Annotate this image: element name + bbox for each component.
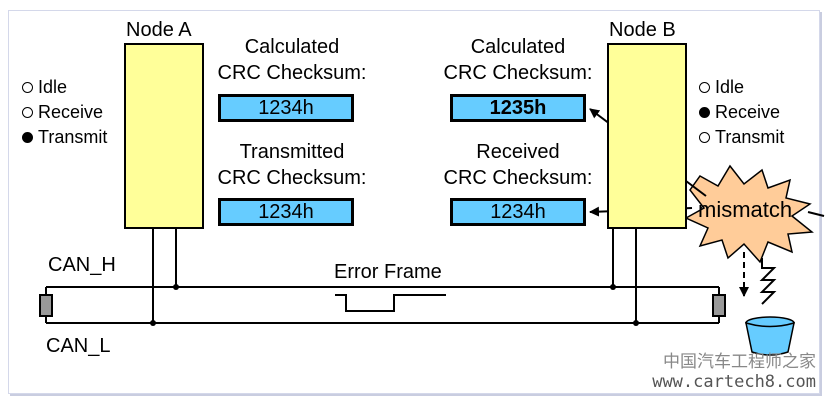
node-a-calculated-value: 1234h — [218, 94, 354, 122]
node-a-state-transmit: Transmit — [22, 128, 107, 146]
node-a-box — [124, 43, 204, 229]
state-indicator-filled-icon — [699, 106, 710, 118]
state-indicator-filled-icon — [22, 131, 33, 143]
node-b-received-heading: Received CRC Checksum: — [443, 141, 593, 189]
discard-zigzag — [759, 258, 777, 305]
node-a-state-receive: Receive — [22, 103, 103, 121]
node-b-label: Node B — [609, 19, 676, 41]
terminator-right — [712, 294, 726, 317]
node-b-received-value: 1234h — [450, 198, 586, 226]
node-b-calculated-heading: Calculated CRC Checksum: — [443, 36, 593, 84]
state-indicator-icon — [22, 106, 33, 118]
state-indicator-icon — [699, 131, 710, 143]
node-a-label: Node A — [126, 19, 192, 41]
arrow-to-edge — [807, 211, 825, 217]
error-frame-waveform — [335, 294, 446, 312]
node-a-calculated-heading: Calculated CRC Checksum: — [217, 36, 367, 84]
node-b-state-receive: Receive — [699, 103, 780, 121]
can-h-label: CAN_H — [48, 254, 116, 276]
node-b-state-transmit: Transmit — [699, 128, 784, 146]
node-b-state-idle: Idle — [699, 78, 744, 96]
can-l-label: CAN_L — [46, 335, 111, 357]
error-frame-label: Error Frame — [334, 261, 442, 283]
watermark: 中国汽车工程师之家 www.cartech8.com — [652, 352, 816, 392]
node-a-state-idle: Idle — [22, 78, 67, 96]
terminator-left — [39, 294, 53, 317]
mismatch-label: mismatch — [698, 197, 793, 222]
node-a-transmitted-value: 1234h — [218, 198, 354, 226]
state-indicator-icon — [699, 81, 710, 93]
mismatch-burst — [684, 164, 814, 264]
node-a-transmitted-heading: Transmitted CRC Checksum: — [217, 141, 367, 189]
node-b-calculated-value: 1235h — [450, 94, 586, 122]
bucket-body — [745, 321, 795, 356]
node-b-box — [607, 43, 687, 229]
state-indicator-icon — [22, 81, 33, 93]
